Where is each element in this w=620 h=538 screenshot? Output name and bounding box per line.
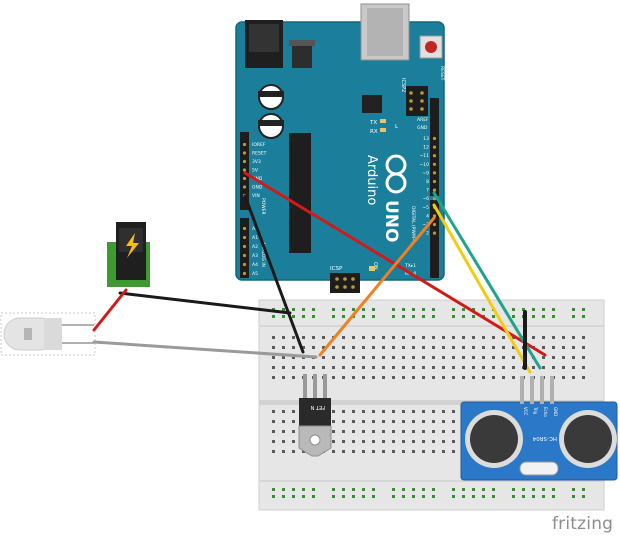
- header-pin: [432, 231, 437, 235]
- digital-label: DIGITAL (PWM~): [410, 206, 416, 244]
- pin-label: 5V: [252, 168, 259, 174]
- header-pin: [242, 271, 247, 276]
- header-pin: [242, 168, 247, 172]
- header-pin: [432, 136, 437, 141]
- sensor-pin-label: GND: [553, 407, 558, 416]
- sensor-label: HC-SR04: [532, 435, 557, 441]
- pin-label: RESET: [252, 151, 267, 157]
- icsp-label: ICSP: [330, 266, 343, 272]
- header-pin: [242, 142, 247, 147]
- wire-gray-led: [92, 340, 318, 359]
- wire-green-pin8: [432, 191, 542, 370]
- pin-label: A5: [252, 271, 258, 277]
- header-pin: [432, 179, 437, 184]
- wires: [92, 171, 547, 374]
- sensor-pin-label: Trig: [533, 406, 538, 415]
- header-pin: [432, 188, 437, 192]
- header-pin: [242, 159, 247, 164]
- icsp-header: [330, 273, 360, 293]
- txd-label: TX▸1: [404, 263, 416, 269]
- pin-label: 2: [426, 231, 429, 237]
- tx-label: TX: [369, 120, 377, 126]
- pin-label: 12: [423, 145, 429, 151]
- power-label: POWER: [260, 198, 266, 215]
- pin-label: 13: [423, 136, 429, 142]
- icsp2-label: ICSP2: [400, 78, 406, 92]
- pin-label: ~3: [422, 222, 429, 228]
- header-pin: [242, 176, 247, 181]
- pin-label: A4: [252, 262, 258, 268]
- pin-label: ~6: [422, 196, 429, 202]
- ultrasonic-sensor: HC-SR04 VCC Trig Echo GND: [460, 376, 618, 481]
- header-pin: [242, 185, 247, 189]
- pin-label: ~11: [420, 153, 430, 159]
- pin-label: GND: [252, 185, 263, 191]
- fritzing-watermark: fritzing: [552, 514, 614, 534]
- wire-red-jack: [92, 288, 128, 332]
- analog-label: ANALOG IN: [260, 242, 266, 267]
- header-pin: [432, 171, 437, 175]
- header-pin: [242, 151, 247, 155]
- led-module: [0, 312, 96, 356]
- header-pin: [432, 222, 437, 227]
- sensor-pin-label: Echo: [543, 407, 548, 417]
- uno-label: UNO: [381, 200, 401, 242]
- aref-label: AREF: [417, 117, 429, 123]
- pin-label: ~10: [420, 162, 430, 168]
- pin-label: 3V3: [252, 159, 261, 165]
- header-pin: [432, 145, 437, 149]
- pin-label: A0: [252, 226, 258, 232]
- digital-pin-labels: 13 12 ~11 ~10 ~9 8 7 ~6 ~5 4 ~3 2: [420, 136, 437, 237]
- header-pin: [242, 244, 247, 249]
- sensor-pins: [520, 376, 554, 404]
- pin-label: 4: [426, 213, 429, 219]
- reset-label: RESET: [439, 66, 445, 81]
- pin-label: VIN: [252, 193, 260, 199]
- pin-label: 8: [426, 179, 429, 185]
- sensor-crystal: [519, 461, 559, 476]
- header-pin: [242, 253, 247, 258]
- mosfet-label: FET N: [310, 404, 325, 410]
- header-pin: [432, 162, 437, 166]
- lightning-icon: [126, 233, 139, 258]
- wire-black-jack-gnd: [118, 291, 292, 315]
- sensor-pin-label: VCC: [523, 407, 528, 416]
- pin-label: A3: [252, 253, 258, 259]
- wire-orange-pin6: [318, 216, 436, 357]
- arduino-uno-board: RESET ICSP2 TX RX L Arduino UNO: [235, 3, 445, 293]
- atmega-chip: [289, 133, 311, 253]
- pin-label: ~9: [422, 170, 429, 176]
- header-pin: [242, 226, 247, 231]
- wire-yellow-pin7: [432, 203, 532, 374]
- pin-label: 7: [426, 188, 429, 194]
- wire-black-gnd: [243, 194, 305, 354]
- voltage-regulator: [292, 46, 312, 68]
- pin-label: A1: [252, 235, 258, 241]
- l-label: L: [395, 124, 399, 130]
- header-pin: [242, 235, 247, 240]
- rx-label: RX: [370, 129, 378, 135]
- dc-power-jack: [107, 222, 150, 287]
- digital-header-lower: [430, 200, 439, 278]
- sensor-pin-labels: VCC Trig Echo GND: [523, 406, 558, 417]
- header-pin: [432, 154, 437, 158]
- header-pin: [242, 262, 247, 267]
- arduino-logo: [385, 154, 407, 194]
- arduino-brand: Arduino: [364, 155, 379, 205]
- gnd-label: GND: [417, 125, 428, 131]
- icsp2-header: [406, 86, 428, 116]
- on-label: ON: [372, 262, 378, 270]
- mosfet: FET N: [298, 374, 332, 457]
- pin-label: ~5: [422, 205, 429, 211]
- pin-label: A2: [252, 244, 258, 250]
- pin-label: IOREF: [252, 142, 266, 148]
- usb-chip: [362, 95, 382, 113]
